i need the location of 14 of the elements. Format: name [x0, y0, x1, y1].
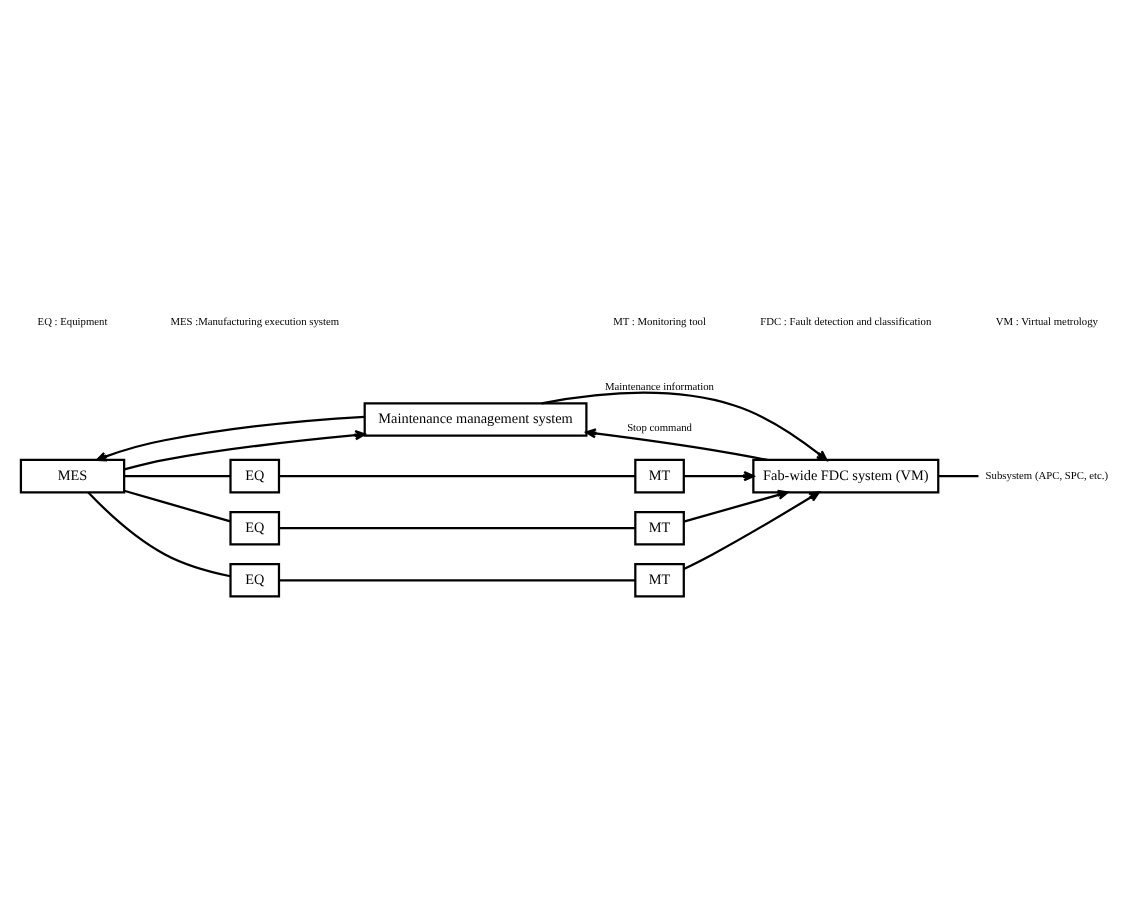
connector [279, 527, 636, 530]
arrow [683, 491, 820, 571]
connector [279, 475, 636, 478]
connector [938, 475, 979, 478]
connector [279, 579, 636, 582]
arrow [541, 391, 828, 462]
arrow [96, 415, 365, 462]
arrow [683, 470, 755, 482]
connector [124, 475, 231, 478]
arrow [585, 428, 768, 461]
connector [123, 489, 231, 523]
arrow [683, 489, 789, 523]
arrow [124, 430, 366, 471]
connector [87, 491, 231, 578]
